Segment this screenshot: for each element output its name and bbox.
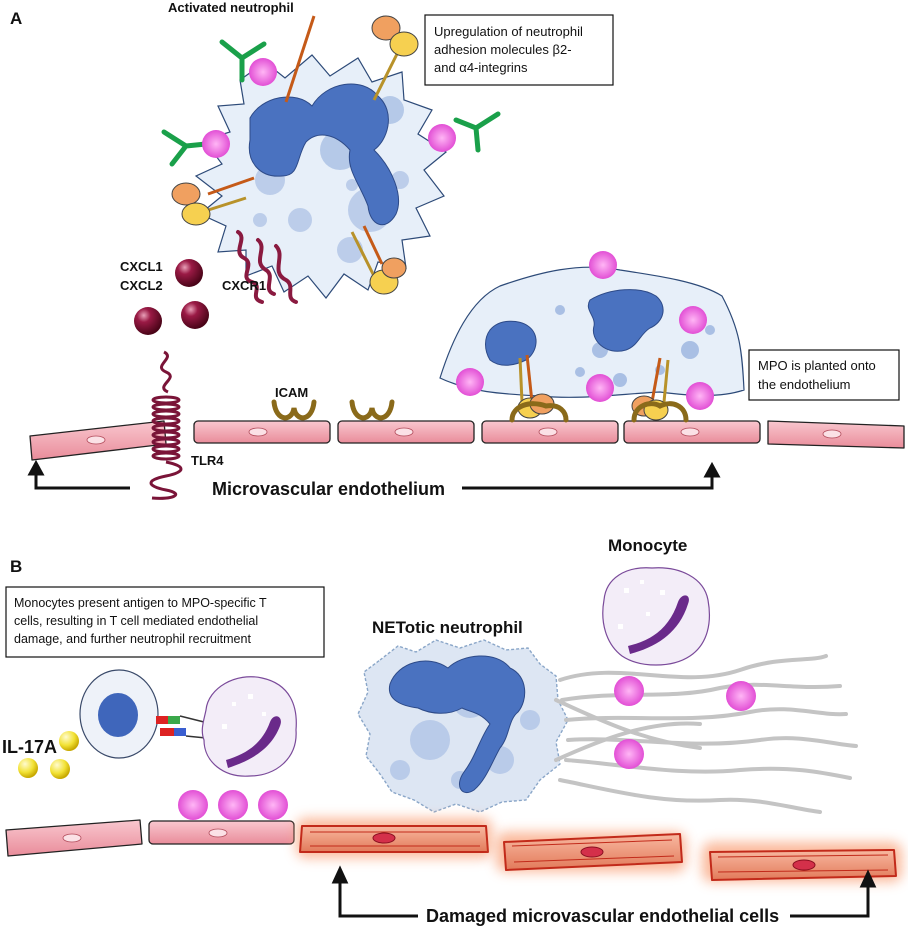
- endothelium-row-a: [29, 420, 905, 461]
- endothelium-bracket-b: [331, 865, 877, 918]
- endothelium-bracket-a: [27, 459, 721, 490]
- mpo-on-net: [614, 676, 756, 769]
- mpo-box: MPO is planted onto the endothelium: [748, 349, 900, 401]
- svg-text:the endothelium: the endothelium: [758, 377, 851, 392]
- activated-neutrophil-label: Activated neutrophil: [168, 0, 294, 15]
- tlr4-receptor: [149, 350, 183, 500]
- mpo-granules-activated: [202, 58, 456, 158]
- damaged-endothelium-label: Damaged microvascular endothelial cells: [426, 906, 779, 926]
- icam-label: ICAM: [275, 385, 308, 400]
- svg-text:Monocytes present antigen to M: Monocytes present antigen to MPO-specifi…: [14, 596, 267, 610]
- netotic-neutrophil-label: NETotic neutrophil: [372, 618, 523, 637]
- monocyte-box: Monocytes present antigen to MPO-specifi…: [5, 586, 325, 658]
- il17a-label: IL-17A: [2, 737, 57, 757]
- mpo-on-endothelium: [178, 790, 288, 820]
- endothelium-row-b: [5, 819, 295, 857]
- tlr4-label: TLR4: [191, 453, 224, 468]
- svg-text:Upregulation of neutrophil: Upregulation of neutrophil: [434, 24, 583, 39]
- t-cell: [79, 669, 159, 759]
- netotic-neutrophil: [357, 639, 569, 813]
- svg-text:adhesion molecules β2-: adhesion molecules β2-: [434, 42, 572, 57]
- panel-a-letter: A: [10, 9, 22, 28]
- net-fibres: [554, 654, 858, 814]
- il17a-molecules: [18, 731, 79, 779]
- icam-molecules: [271, 399, 689, 423]
- svg-text:cells, resulting in T cell med: cells, resulting in T cell mediated endo…: [14, 614, 258, 628]
- cxcl2-label: CXCL2: [120, 278, 163, 293]
- svg-text:and α4-integrins: and α4-integrins: [434, 60, 528, 75]
- activated-neutrophil: [194, 54, 448, 299]
- chemokines: [134, 259, 209, 335]
- cxcr1-label: CXCR1: [222, 278, 266, 293]
- monocyte-apc: [201, 676, 297, 777]
- damaged-endothelium: [296, 818, 902, 882]
- monocyte-cell: [602, 567, 711, 666]
- cxcl1-label: CXCL1: [120, 259, 163, 274]
- endothelium-label: Microvascular endothelium: [212, 479, 445, 499]
- integrin-receptors: [171, 15, 419, 295]
- cxcr1-receptor: [236, 230, 298, 304]
- nucleus: [485, 289, 664, 366]
- upregulation-box: Upregulation of neutrophil adhesion mole…: [424, 14, 614, 86]
- svg-text:MPO is planted onto: MPO is planted onto: [758, 358, 876, 373]
- panel-b-letter: B: [10, 557, 22, 576]
- monocyte-label: Monocyte: [608, 536, 687, 555]
- nucleus: [388, 655, 526, 794]
- integrin-y-shapes: [161, 39, 501, 167]
- tcr-mhc-complex: [156, 715, 207, 739]
- mpo-granules-adhering: [456, 251, 714, 410]
- svg-text:damage, and further neutrophil: damage, and further neutrophil recruitme…: [14, 632, 251, 646]
- nucleus: [248, 83, 400, 226]
